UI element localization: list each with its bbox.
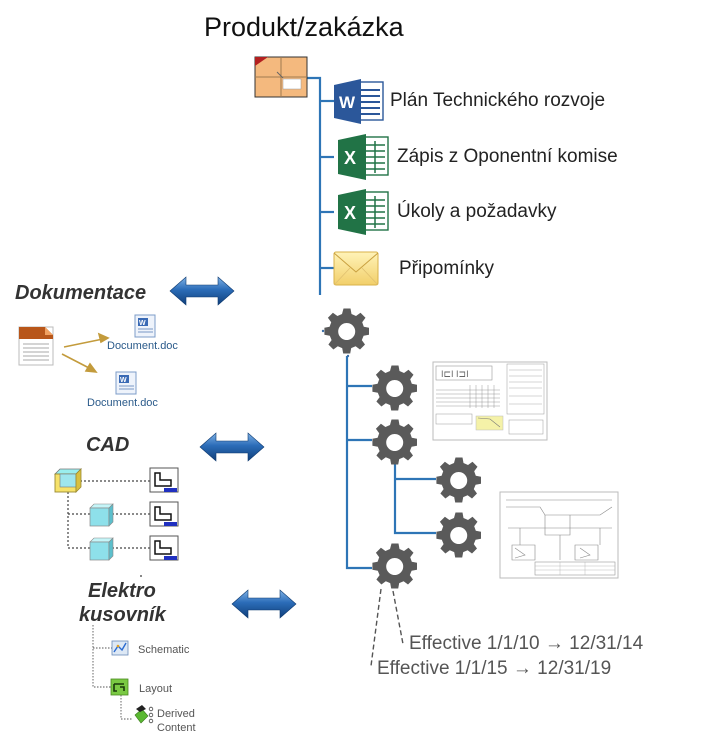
derived-content-label-1[interactable]: Derived: [157, 708, 195, 720]
section-title-elektro: Elektro: [88, 580, 156, 602]
layout-icon: [110, 678, 129, 696]
svg-text:W: W: [120, 377, 127, 384]
document-label-pripominky[interactable]: Připomínky: [399, 258, 495, 279]
effectivity-label: Effective 1/1/10 → 12/31/14: [409, 633, 644, 654]
cad-drawing-icon: [149, 535, 179, 561]
drawing-thumbnail-1: I⊏I I⊐I: [432, 361, 548, 441]
svg-text:I⊏I I⊐I: I⊏I I⊐I: [441, 369, 469, 379]
gear-icon-root: [324, 308, 369, 354]
svg-text:W: W: [139, 320, 146, 327]
bom-tree-lines: [345, 356, 436, 570]
word-icon: W: [334, 79, 384, 124]
source-document-icon: [18, 326, 54, 366]
gear-icon: [372, 543, 417, 589]
cad-drawing-icon: [149, 501, 179, 527]
package-icon: [254, 56, 308, 98]
document-label-ukoly[interactable]: Úkoly a požadavky: [397, 201, 557, 222]
document-label-zapis[interactable]: Zápis z Oponentní komise: [397, 146, 618, 167]
word-doc-icon: W: [134, 314, 156, 338]
cad-tree: [54, 467, 179, 561]
derived-content-icon: [134, 705, 154, 724]
excel-icon: X: [338, 134, 389, 180]
word-doc-icon: W: [115, 371, 137, 395]
double-arrow-icon: [231, 589, 297, 619]
gear-icon: [436, 457, 481, 503]
effectivity-label: Effective 1/1/15 → 12/31/19: [377, 658, 612, 679]
document-tree-lines: [282, 76, 334, 295]
derived-content-label-2[interactable]: Content: [157, 722, 196, 734]
double-arrow-icon: [199, 432, 265, 462]
page-title: Produkt/zakázka: [204, 12, 404, 42]
excel-icon: X: [338, 189, 389, 235]
svg-text:X: X: [344, 148, 356, 168]
file-label[interactable]: Document.doc: [87, 397, 158, 409]
schematic-icon: [111, 640, 129, 656]
section-title-cad: CAD: [86, 434, 130, 456]
section-title-kusovnik: kusovník: [79, 604, 166, 626]
document-label-plan[interactable]: Plán Technického rozvoje: [390, 90, 606, 111]
layout-label[interactable]: Layout: [139, 683, 173, 695]
schematic-label[interactable]: Schematic: [138, 644, 190, 656]
section-title-dokumentace: Dokumentace: [15, 282, 147, 304]
envelope-icon: [333, 251, 379, 286]
elektro-tree: [92, 575, 154, 724]
derive-arrows: [61, 332, 110, 373]
gear-icon: [372, 419, 417, 465]
cad-drawing-icon: [149, 467, 179, 493]
gear-icon: [436, 512, 481, 558]
drawing-thumbnail-2: [499, 491, 619, 579]
svg-text:W: W: [339, 93, 356, 112]
file-label[interactable]: Document.doc: [107, 340, 178, 352]
gear-icon: [372, 365, 417, 411]
double-arrow-icon: [169, 276, 235, 306]
effectivity-leaders: [370, 588, 404, 667]
svg-text:X: X: [344, 203, 356, 223]
